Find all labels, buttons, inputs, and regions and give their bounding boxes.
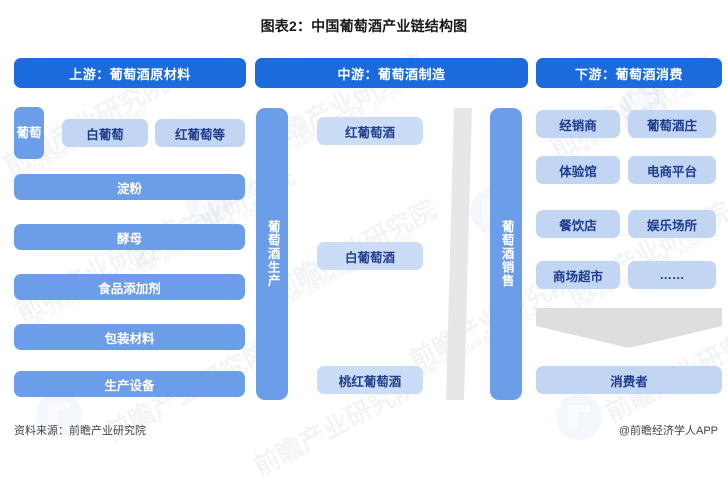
downstream-channel-label: 商场超市 [552,269,603,284]
upstream-material-additives: 食品添加剂 [14,274,245,300]
downstream-channel-ecommerce: 电商平台 [628,156,716,184]
downstream-channel-distributor: 经销商 [536,110,620,138]
upstream-material-label: 淀粉 [116,181,142,196]
downstream-channel-label: 电商平台 [646,164,697,179]
midstream-product-red-wine: 红葡萄酒 [317,117,423,145]
midstream-product-rose-wine: 桃红葡萄酒 [317,366,423,394]
connector-funnel-shape [536,308,722,348]
downstream-consumer-box: 消费者 [536,366,722,394]
upstream-material-equipment: 生产设备 [14,371,245,397]
upstream-grape-type-label: 红葡萄等 [174,127,225,142]
downstream-channel-other: …… [628,261,716,289]
chart-canvas: 前瞻产业研究院 中国产业咨询领导者（股票：839599） 前瞻产业研究院 中国产… [0,0,728,454]
upstream-material-packaging: 包装材料 [14,324,245,350]
downstream-channel-experience-hall: 体验馆 [536,156,620,184]
downstream-channel-winery: 葡萄酒庄 [628,110,716,138]
downstream-channel-label: …… [659,268,685,282]
midstream-product-white-wine: 白葡萄酒 [317,242,423,270]
upstream-grape-type-red: 红葡萄等 [155,119,245,147]
upstream-material-starch: 淀粉 [14,174,245,200]
attribution-note: @前瞻经济学人APP [618,425,718,437]
connector-band-mid-down [446,108,478,400]
midstream-process-bar: 葡萄酒生产 [256,108,288,400]
downstream-consumer-label: 消费者 [610,374,648,389]
downstream-channel-supermarket: 商场超市 [536,261,620,289]
header-downstream: 下游：葡萄酒消费 [536,58,722,88]
midstream-product-label: 白葡萄酒 [344,250,395,265]
page-title: 图表2：中国葡萄酒产业链结构图 [260,18,468,34]
downstream-channel-restaurant: 餐饮店 [536,210,620,238]
downstream-channel-label: 体验馆 [559,164,597,179]
downstream-sales-label: 葡萄酒销售 [499,220,514,288]
header-midstream-label: 中游：葡萄酒制造 [337,66,446,82]
upstream-material-yeast: 酵母 [14,224,245,250]
connector-funnel-consumer [536,308,722,348]
midstream-product-label: 红葡萄酒 [344,125,395,140]
upstream-material-label: 酵母 [116,231,142,246]
connector-band-shape [446,108,472,400]
downstream-channel-label: 餐饮店 [559,218,597,233]
upstream-grape-label: 葡萄 [16,126,42,140]
downstream-channel-label: 经销商 [559,118,597,133]
source-note: 资料来源：前瞻产业研究院 [14,425,146,437]
upstream-material-label: 食品添加剂 [98,281,161,296]
downstream-channel-entertainment: 娱乐场所 [628,210,716,238]
downstream-channel-label: 葡萄酒庄 [646,118,697,133]
watermark-logo-icon [556,394,602,440]
upstream-grape-box: 葡萄 [14,107,44,159]
header-upstream: 上游：葡萄酒原材料 [14,58,246,88]
downstream-channel-label: 娱乐场所 [646,218,697,233]
header-upstream-label: 上游：葡萄酒原材料 [69,66,191,82]
upstream-grape-type-white: 白葡萄 [62,119,148,147]
midstream-product-label: 桃红葡萄酒 [338,374,402,389]
header-downstream-label: 下游：葡萄酒消费 [574,66,683,82]
upstream-material-label: 生产设备 [104,378,155,393]
upstream-material-label: 包装材料 [104,331,155,346]
upstream-grape-type-label: 白葡萄 [86,127,124,142]
midstream-process-label: 葡萄酒生产 [265,220,280,288]
downstream-sales-bar: 葡萄酒销售 [490,108,522,400]
header-midstream: 中游：葡萄酒制造 [255,58,528,88]
